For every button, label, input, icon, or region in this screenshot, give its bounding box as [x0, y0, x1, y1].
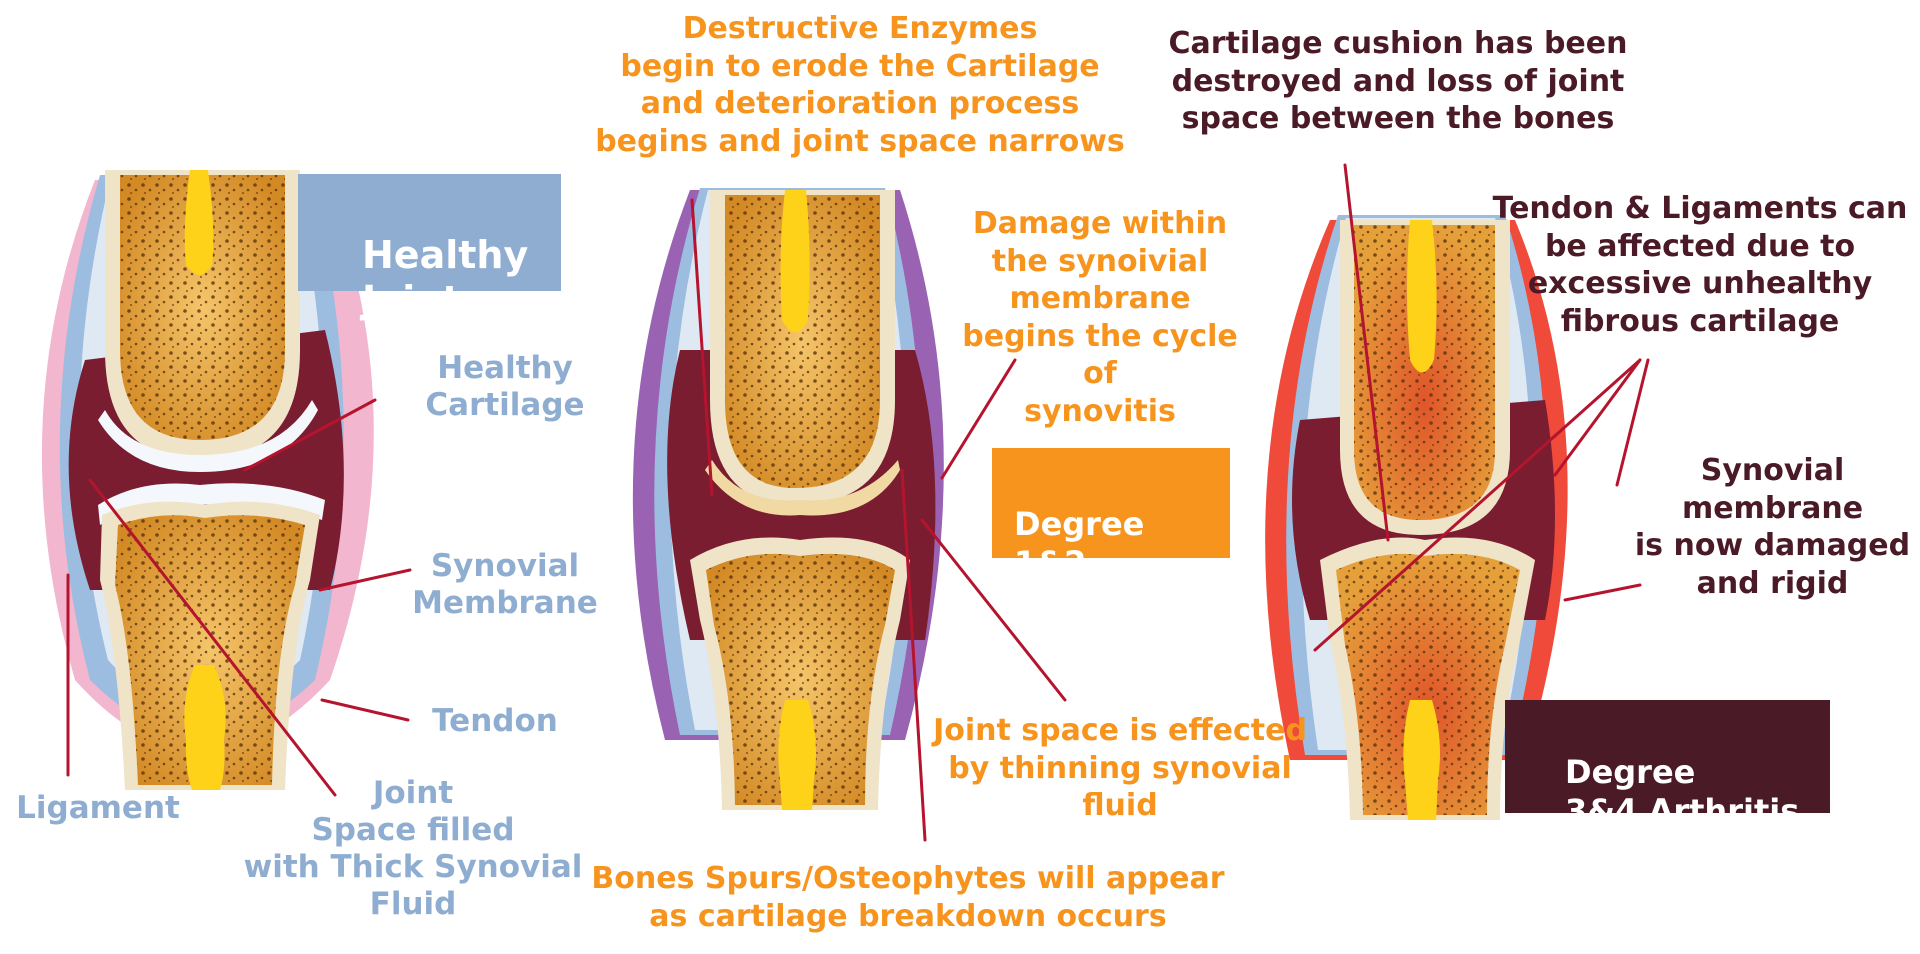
- degree12-lower-marrow: [778, 700, 816, 810]
- pointer-degree34-tendon-3: [1615, 358, 1650, 487]
- degree34-lower-marrow: [1403, 700, 1440, 820]
- label-degree12-synovial-damage: Damage within the synoivial membrane beg…: [962, 206, 1238, 429]
- label-degree34-cushion: Cartilage cushion has been destroyed and…: [1168, 26, 1628, 136]
- degree12-title: Degree 1&2 Arthritis: [1014, 505, 1165, 622]
- healthy-cartilage-upper: [98, 400, 318, 472]
- pointer-degree12-joint-space: [920, 518, 1067, 702]
- pointer-degree34-tendon-2: [1553, 358, 1642, 477]
- pointer-healthy-joint-space: [88, 478, 337, 797]
- degree34-title-box: Degree 3&4 Arthritis: [1505, 700, 1830, 830]
- degree34-title: Degree 3&4 Arthritis: [1565, 753, 1800, 831]
- healthy-upper-marrow: [184, 170, 214, 275]
- degree12-upper-marrow: [780, 190, 810, 333]
- pointer-healthy-synovial: [318, 568, 412, 592]
- label-healthy-ligament: Ligament: [16, 790, 180, 826]
- label-healthy-tendon: Tendon: [432, 703, 558, 739]
- degree12-joint-figure: [632, 188, 944, 810]
- degree12-title-box: Degree 1&2 Arthritis: [992, 448, 1230, 621]
- label-degree34-synovial: Synovial membrane is now damaged and rig…: [1634, 453, 1911, 601]
- pointer-healthy-tendon: [320, 698, 410, 722]
- label-healthy-synovial-membrane: Synovial Membrane: [412, 548, 598, 621]
- pointer-degree12-synovial: [940, 358, 1017, 480]
- degree34-upper-marrow: [1407, 220, 1437, 373]
- healthy-lower-marrow: [184, 665, 226, 790]
- pointer-healthy-cartilage: [243, 398, 377, 472]
- pointer-degree34-synovial: [1563, 583, 1642, 602]
- pointer-degree34-cushion: [1343, 163, 1390, 542]
- pointer-degree12-enzymes: [690, 198, 714, 497]
- healthy-joint-title: Healthy Joint: [362, 232, 529, 322]
- pointer-degree12-spurs: [900, 468, 927, 842]
- label-healthy-cartilage: Healthy Cartilage: [425, 350, 585, 423]
- healthy-joint-title-box: Healthy Joint: [298, 174, 561, 322]
- label-healthy-joint-space: Joint Space filled with Thick Synovial F…: [243, 775, 583, 922]
- label-degree12-enzymes: Destructive Enzymes begin to erode the C…: [595, 11, 1125, 159]
- label-degree12-spurs: Bones Spurs/Osteophytes will appear as c…: [591, 861, 1225, 934]
- label-degree34-tendon-ligaments: Tendon & Ligaments can be affected due t…: [1492, 191, 1908, 339]
- healthy-joint-figure: [41, 170, 374, 790]
- degree12-eroded-cartilage: [705, 460, 900, 516]
- degree34-joint-figure: [1265, 215, 1568, 820]
- label-degree12-joint-space: Joint space is effected by thinning syno…: [933, 713, 1307, 823]
- pointer-degree34-tendon-1: [1313, 358, 1642, 652]
